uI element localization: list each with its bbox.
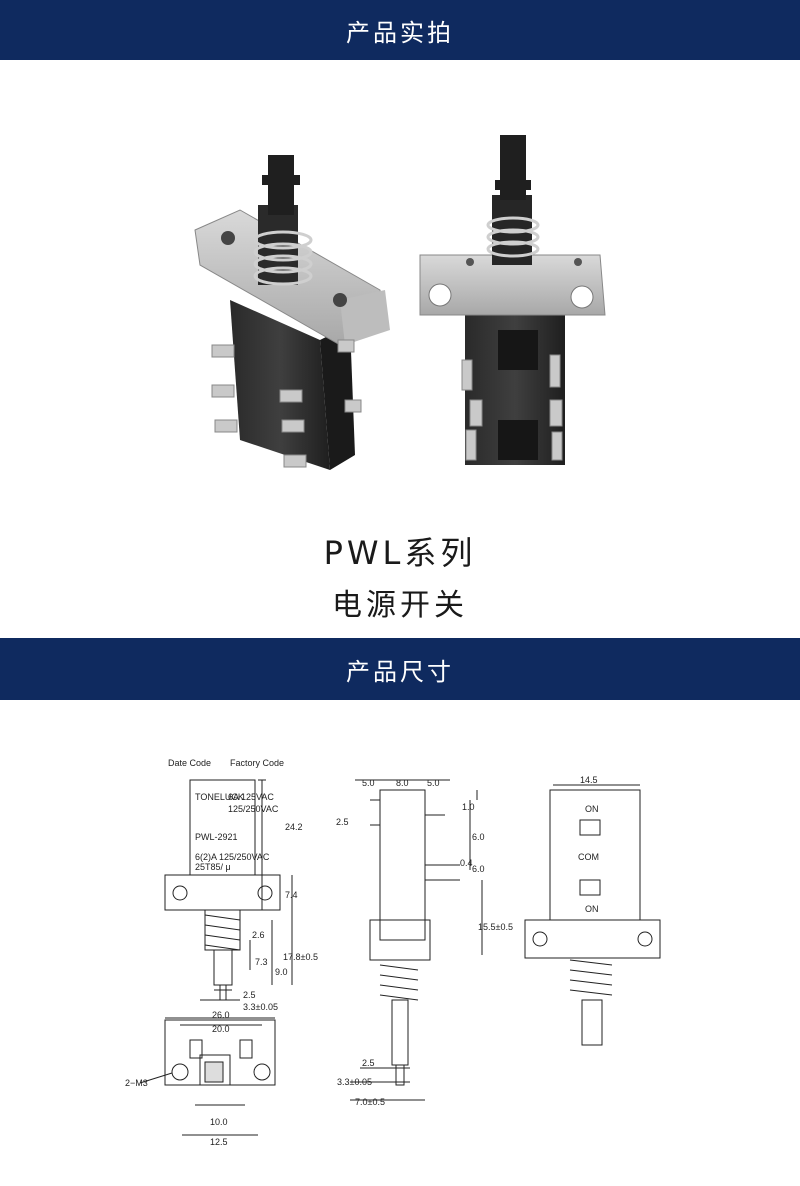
label-rating4: 125/250VAC <box>228 804 279 814</box>
dim-side-80: 8.0 <box>396 778 409 788</box>
dim-side-33: 3.3±0.05 <box>337 1077 372 1087</box>
section-title: 产品尺寸 <box>346 657 454 686</box>
dim-side-50a: 5.0 <box>362 778 375 788</box>
label-back-on1: ON <box>585 804 599 814</box>
section-header-product-photo: 产品实拍 <box>0 0 800 60</box>
label-back-on2: ON <box>585 904 599 914</box>
section-header-dimensions: 产品尺寸 <box>0 638 800 700</box>
section-title: 产品实拍 <box>346 18 454 47</box>
dim-front-33: 3.3±0.05 <box>243 1002 278 1012</box>
dim-side-50b: 5.0 <box>427 778 440 788</box>
dim-bottom-125: 12.5 <box>210 1137 228 1147</box>
dim-front-73: 7.3 <box>255 957 268 967</box>
dim-front-h-bracket: 7.4 <box>285 890 298 900</box>
label-factory-code: Factory Code <box>230 758 284 768</box>
dim-side-155: 15.5±0.5 <box>478 922 513 932</box>
dim-front-178: 17.8±0.5 <box>283 952 318 962</box>
dim-back-145: 14.5 <box>580 775 598 785</box>
dim-side-25v: 2.5 <box>336 817 349 827</box>
dim-front-25: 2.5 <box>243 990 256 1000</box>
dim-side-04: 0.4 <box>460 858 473 868</box>
switch-photo-left <box>194 155 390 470</box>
dim-side-60a: 6.0 <box>472 832 485 842</box>
label-rating2: 25T85/ μ <box>195 862 231 872</box>
dim-bottom-260: 26.0 <box>212 1010 230 1020</box>
dim-side-70: 7.0±0.5 <box>355 1097 385 1107</box>
label-brand: TONELUCK <box>195 792 244 802</box>
switch-photo-right <box>419 135 606 465</box>
label-mount: 2−M3 <box>125 1078 148 1088</box>
dim-side-10: 1.0 <box>462 802 475 812</box>
dim-front-h-total: 24.2 <box>285 822 303 832</box>
label-date-code: Date Code <box>168 758 211 768</box>
product-photo <box>194 135 606 470</box>
label-back-com: COM <box>578 852 599 862</box>
dim-front-90: 9.0 <box>275 967 288 977</box>
label-rating1: 6(2)A 125/250VAC <box>195 852 270 862</box>
product-name-title: 电源开关 <box>332 588 468 623</box>
label-rating3: 6A 125VAC <box>228 792 274 802</box>
product-series-title: PWL系列 <box>323 534 477 572</box>
dim-side-60b: 6.0 <box>472 864 485 874</box>
dim-bottom-200: 20.0 <box>212 1024 230 1034</box>
label-model: PWL-2921 <box>195 832 238 842</box>
dim-side-25: 2.5 <box>362 1058 375 1068</box>
dimension-drawing: Date Code Factory Code TONELUCK PWL-2921… <box>125 758 661 1147</box>
dim-bottom-100: 10.0 <box>210 1117 228 1127</box>
dim-front-26: 2.6 <box>252 930 265 940</box>
